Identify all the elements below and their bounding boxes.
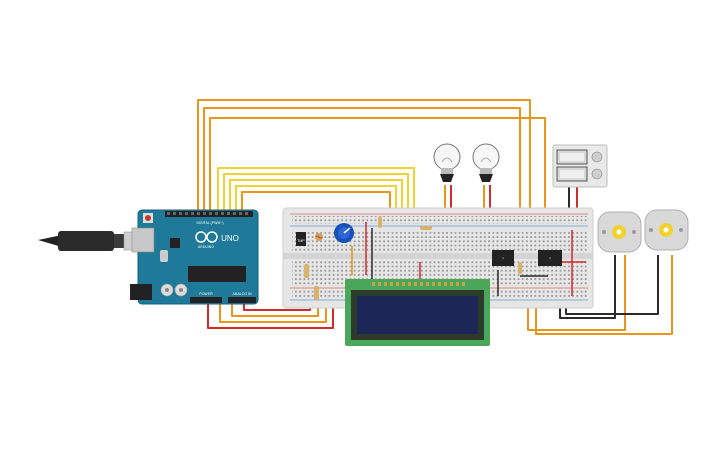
usb-port [131, 227, 155, 253]
analog-header-label: ANALOG IN [232, 292, 252, 296]
resistor[interactable] [314, 286, 319, 300]
wire-orange[interactable] [219, 296, 327, 323]
power-supply-knob[interactable] [591, 168, 603, 180]
arduino-model-text: UNO [221, 234, 239, 243]
atmega-chip [188, 266, 246, 282]
dc-motor[interactable] [597, 211, 642, 253]
wire-red[interactable] [207, 300, 334, 329]
relay[interactable]: ▪▪ [492, 250, 514, 266]
dc-power-supply[interactable] [552, 144, 608, 188]
relay[interactable]: ▪▪ [538, 250, 562, 266]
wire-orange[interactable] [527, 255, 626, 331]
wire-orange[interactable] [197, 99, 531, 210]
arduino-brand-text: ARDUINO [198, 245, 214, 249]
digital-header-label: DIGITAL (PWM~) [196, 221, 223, 225]
photoresistor[interactable] [315, 233, 323, 241]
potentiometer[interactable] [334, 223, 354, 243]
power-header [190, 297, 222, 303]
lcd-display[interactable] [345, 279, 490, 346]
wire-orange[interactable] [535, 255, 673, 335]
wire-yellow[interactable] [223, 173, 409, 235]
wire-orange[interactable] [209, 117, 546, 210]
breadboard-holes [292, 216, 587, 224]
resistor[interactable] [304, 264, 309, 278]
temperature-sensor-label: TMP [297, 239, 305, 243]
lcd-screen [357, 296, 478, 334]
temperature-sensor[interactable]: TMP [296, 232, 306, 246]
resistor[interactable] [378, 216, 382, 228]
analog-header [228, 297, 256, 303]
arduino-logo: ARDUINO [195, 231, 218, 249]
crystal [160, 250, 168, 262]
wire-orange[interactable] [203, 107, 521, 210]
power-header-label: POWER [199, 292, 213, 296]
power-supply-knob[interactable] [591, 151, 603, 163]
arduino-uno-board[interactable]: DIGITAL (PWM~) ARDUINO UNO POWER ANALOG … [130, 209, 259, 305]
lcd-pins [372, 282, 465, 286]
relay-marking: ▪▪ [502, 256, 504, 260]
resistor[interactable] [420, 226, 432, 230]
usb-cable[interactable] [38, 231, 141, 251]
wire-yellow[interactable] [217, 167, 415, 235]
light-bulb[interactable] [433, 143, 461, 182]
relay-marking: ▪▪ [549, 256, 551, 260]
dc-motor[interactable] [644, 209, 689, 251]
usb-chip [170, 238, 180, 248]
light-bulb[interactable] [472, 143, 500, 182]
resistor[interactable] [518, 262, 522, 274]
power-jack [130, 284, 152, 300]
